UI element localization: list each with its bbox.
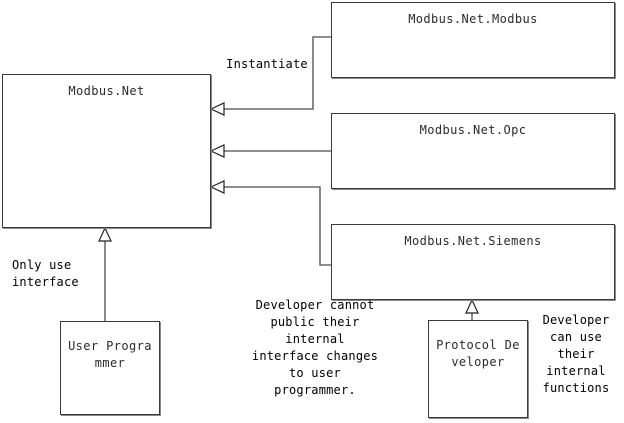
package-box-core[interactable]: Modbus.Net [2,74,211,228]
package-label-modbus: Modbus.Net.Modbus [408,12,538,26]
realization-arrowhead-modbus [209,102,225,116]
actor-box-protocol-developer[interactable]: Protocol Developer [428,320,528,418]
generalization-arrowhead-userprogrammer [98,226,112,242]
package-label-core: Modbus.Net [68,84,145,98]
actor-box-user-programmer[interactable]: User Programmer [60,321,160,415]
annotation-developer-cannot-public: Developer cannot public their internal i… [251,298,379,397]
package-box-siemens[interactable]: Modbus.Net.Siemens [331,224,615,300]
realization-arrowhead-siemens [209,180,225,194]
package-label-siemens: Modbus.Net.Siemens [404,234,542,248]
annotation-developer-can-use: Developer can use their internal functio… [542,313,610,395]
package-box-opc[interactable]: Modbus.Net.Opc [331,113,615,189]
connector-siemens-to-core [222,186,331,266]
package-box-modbus[interactable]: Modbus.Net.Modbus [331,2,615,78]
package-label-opc: Modbus.Net.Opc [419,123,527,137]
annotation-instantiate: Instantiate [226,57,308,71]
realization-arrowhead-opc [209,144,225,158]
connector-modbus-to-core [222,36,331,110]
generalization-arrowhead-protocoldeveloper [465,298,479,314]
actor-label-protocol-developer: Protocol Developer [436,338,520,369]
actor-label-user-programmer: User Programmer [68,339,152,370]
annotation-only-use-interface: Only use interface [12,258,79,289]
